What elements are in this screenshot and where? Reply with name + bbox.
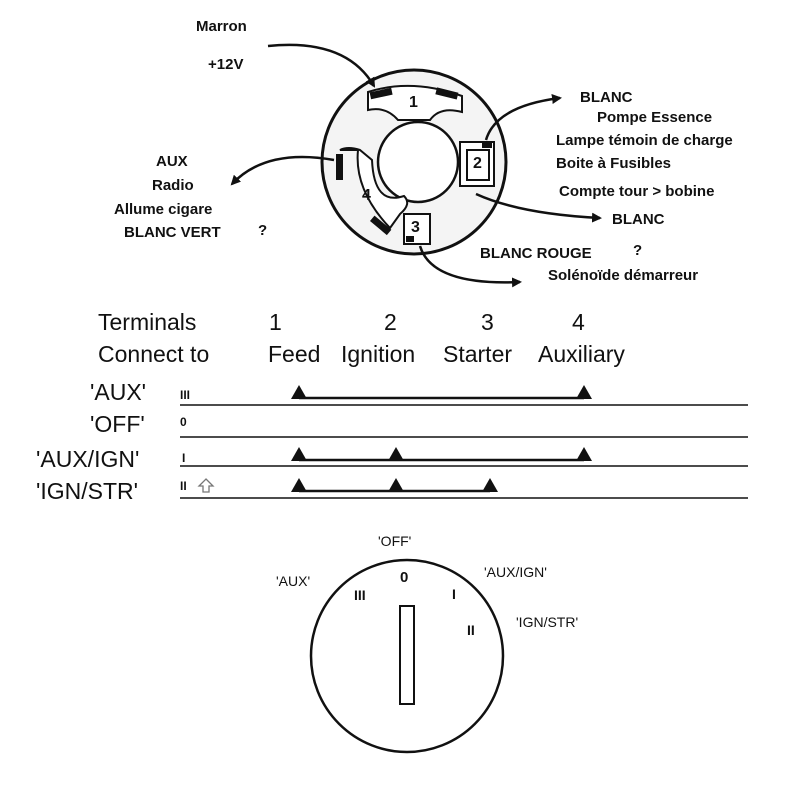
dial-aux-label: 'AUX' — [276, 573, 311, 589]
row-auxign-label: 'AUX/IGN' — [36, 446, 140, 472]
terminal-marker — [576, 447, 592, 461]
lampe-temoin-label: Lampe témoin de charge — [556, 132, 733, 149]
terminal-1-contact-left — [369, 87, 393, 100]
terminal-3-number: 3 — [411, 219, 420, 236]
terminal-marker — [291, 447, 307, 461]
row-off-label: 'OFF' — [90, 411, 145, 437]
terminal-2-number: 2 — [473, 155, 482, 172]
dial-pos-ignstr: II — [467, 622, 475, 638]
row-aux-label: 'AUX' — [90, 379, 147, 405]
terminal-marker — [482, 478, 498, 492]
blanc-lower-label: BLANC — [612, 211, 665, 228]
compte-tour-label: Compte tour > bobine — [559, 183, 715, 200]
terminal-marker — [388, 447, 404, 461]
table-lines — [180, 404, 748, 499]
dial-ignstr-label: 'IGN/STR' — [516, 614, 579, 630]
blanc-vert-question: ? — [258, 222, 268, 239]
connector-center-hole — [376, 120, 460, 204]
terminal-3-box — [403, 213, 431, 245]
col-1-name: Feed — [268, 341, 321, 367]
terminal-4-number: 4 — [362, 187, 371, 204]
row-ignstr-code: II — [180, 479, 187, 493]
terminal-marker — [388, 478, 404, 492]
col-1-number: 1 — [269, 309, 282, 335]
arrow-blanc-upper — [484, 94, 562, 141]
terminal-4-contact-bottom — [370, 215, 392, 236]
dial-pos-auxign: I — [452, 586, 456, 602]
aux-label: AUX — [156, 153, 188, 170]
terminal-marker — [291, 478, 307, 492]
terminal-4-pad — [339, 147, 409, 230]
marron-label: Marron — [196, 18, 247, 35]
row-ignstr-label: 'IGN/STR' — [36, 478, 139, 504]
allume-cigare-label: Allume cigare — [114, 201, 213, 218]
col-2-name: Ignition — [341, 341, 416, 367]
connection-lines — [291, 385, 592, 493]
row-auxign-code: I — [182, 451, 186, 465]
dial-auxign-label: 'AUX/IGN' — [484, 564, 547, 580]
arrow-blanc-lower — [475, 192, 602, 223]
row-aux-code: III — [180, 388, 191, 402]
terminal-marker — [291, 385, 307, 399]
row-off-code: 0 — [180, 415, 187, 429]
dial-pos-off: 0 — [400, 569, 409, 586]
dial-off-label: 'OFF' — [378, 533, 412, 549]
terminal-1-contact-right — [435, 87, 459, 100]
boite-fusibles-label: Boite à Fusibles — [556, 155, 672, 172]
blanc-rouge-label: BLANC ROUGE — [480, 245, 592, 262]
arrow-blanc-rouge — [418, 245, 522, 288]
blanc-upper-label: BLANC — [580, 89, 633, 106]
dial-pos-aux: III — [354, 587, 366, 603]
momentary-up-arrow-icon — [197, 478, 215, 493]
voltage-label: +12V — [208, 56, 244, 73]
terminal-1-number: 1 — [409, 94, 418, 111]
col-2-number: 2 — [384, 309, 397, 335]
arrow-marron — [267, 43, 376, 88]
col-3-name: Starter — [443, 341, 513, 367]
blanc-vert-label: BLANC VERT — [124, 224, 221, 241]
col-4-name: Auxiliary — [538, 341, 625, 367]
solenoide-label: Solénoïde démarreur — [548, 267, 699, 284]
arrow-aux — [230, 155, 335, 186]
terminal-4-contact-top — [336, 154, 343, 180]
col-3-number: 3 — [481, 309, 494, 335]
terminal-2-box — [466, 149, 490, 181]
blanc-rouge-question: ? — [633, 242, 643, 259]
pompe-essence-label: Pompe Essence — [597, 109, 713, 126]
key-slot — [399, 605, 415, 705]
terminal-2-contact — [482, 142, 492, 148]
connect-to-header: Connect to — [98, 341, 210, 367]
terminal-marker — [576, 385, 592, 399]
terminals-header: Terminals — [98, 309, 197, 335]
terminal-3-contact — [406, 236, 414, 242]
radio-label: Radio — [152, 177, 194, 194]
col-4-number: 4 — [572, 309, 585, 335]
